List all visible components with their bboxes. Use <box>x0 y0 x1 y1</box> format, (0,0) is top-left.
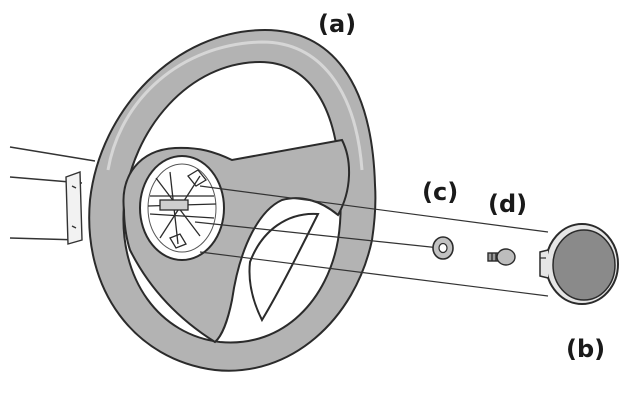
label-wheel: (a) <box>318 10 356 38</box>
washer <box>432 236 454 260</box>
screw <box>487 248 516 266</box>
steering-column <box>9 146 96 245</box>
steering-wheel <box>88 28 377 372</box>
steering-wheel-rim <box>88 28 377 372</box>
label-screw: (d) <box>488 190 527 218</box>
alignment-lines <box>194 185 549 297</box>
label-cap: (b) <box>566 335 605 363</box>
label-washer: (c) <box>422 178 458 206</box>
horn-cap <box>539 223 619 305</box>
